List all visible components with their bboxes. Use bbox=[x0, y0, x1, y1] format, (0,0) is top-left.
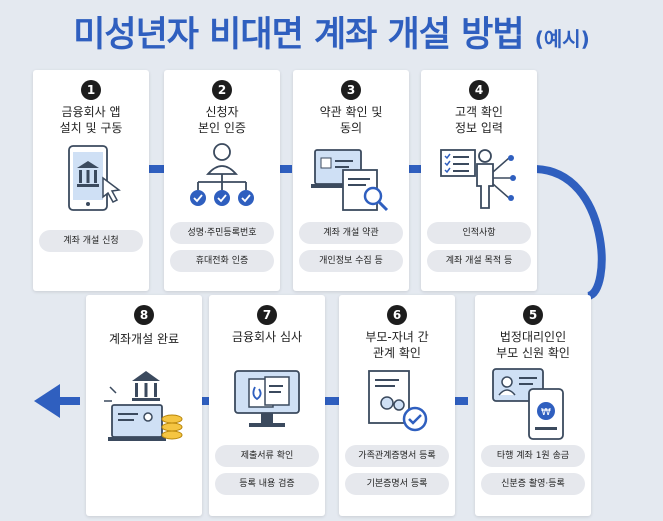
terms-document-icon bbox=[293, 140, 409, 216]
connector-3-4 bbox=[405, 165, 421, 173]
step-title-2: 신청자 본인 인증 bbox=[198, 105, 246, 135]
step-2-item-1: 성명·주민등록번호 bbox=[170, 222, 274, 244]
page-title-sub: (예시) bbox=[534, 27, 590, 51]
step-number-1: 1 bbox=[81, 80, 101, 100]
family-certificate-icon bbox=[339, 365, 455, 441]
step-5-item-1: 타행 계좌 1원 송금 bbox=[481, 445, 585, 467]
step-4-item-1: 인적사항 bbox=[427, 222, 531, 244]
step-card-6: 6 부모-자녀 간 관계 확인 가족관계증명서 등록 기본증명서 등록 bbox=[339, 295, 455, 516]
step-3-item-1: 계좌 개설 약관 bbox=[299, 222, 403, 244]
step-title-1: 금융회사 앱 설치 및 구동 bbox=[59, 105, 123, 135]
step-number-2: 2 bbox=[212, 80, 232, 100]
step-title-8: 계좌개설 완료 bbox=[108, 332, 180, 346]
step-2-item-2: 휴대전화 인증 bbox=[170, 250, 274, 272]
step-number-6: 6 bbox=[387, 305, 407, 325]
step-card-3: 3 약관 확인 및 동의 계좌 개설 약관 개인정보 수집 등 bbox=[293, 70, 409, 291]
step-6-item-2: 기본증명서 등록 bbox=[345, 473, 449, 495]
step-number-5: 5 bbox=[523, 305, 543, 325]
step-6-item-1: 가족관계증명서 등록 bbox=[345, 445, 449, 467]
step-7-item-1: 제출서류 확인 bbox=[215, 445, 319, 467]
step-title-3: 약관 확인 및 동의 bbox=[319, 105, 383, 135]
step-title-4: 고객 확인 정보 입력 bbox=[455, 105, 503, 135]
step-title-6: 부모-자녀 간 관계 확인 bbox=[365, 330, 429, 360]
step-number-7: 7 bbox=[257, 305, 277, 325]
step-title-7: 금융회사 심사 bbox=[231, 330, 303, 344]
step-7-item-2: 등록 내용 검증 bbox=[215, 473, 319, 495]
step-1-item-1: 계좌 개설 신청 bbox=[39, 230, 143, 252]
step-number-3: 3 bbox=[341, 80, 361, 100]
step-card-2: 2 신청자 본인 인증 성명·주민등록번호 휴대전화 인증 bbox=[164, 70, 280, 291]
page-title: 미성년자 비대면 계좌 개설 방법 (예시) bbox=[0, 6, 663, 57]
step-title-5: 법정대리인인 부모 신원 확인 bbox=[496, 330, 570, 360]
customer-info-icon bbox=[421, 140, 537, 216]
page-title-main: 미성년자 비대면 계좌 개설 방법 bbox=[73, 15, 524, 55]
document-review-icon bbox=[209, 365, 325, 441]
svg-text:₩: ₩ bbox=[541, 407, 551, 418]
bank-app-phone-icon bbox=[33, 140, 149, 216]
connector-1-2 bbox=[148, 165, 164, 173]
connector-5-6 bbox=[448, 397, 468, 405]
step-card-7: 7 금융회사 심사 제출서류 확인 등록 내용 검증 bbox=[209, 295, 325, 516]
identity-verification-icon bbox=[164, 140, 280, 216]
step-card-5: 5 법정대리인인 부모 신원 확인 ₩ 타행 계좌 1원 송금 신분증 촬영·등… bbox=[475, 295, 591, 516]
step-5-item-2: 신분증 촬영·등록 bbox=[481, 473, 585, 495]
step-card-8: 8 계좌개설 완료 bbox=[86, 295, 202, 516]
step-card-4: 4 고객 확인 정보 입력 인적사항 계좌 개설 목적 등 bbox=[421, 70, 537, 291]
step-card-1: 1 금융회사 앱 설치 및 구동 계좌 개설 신청 bbox=[33, 70, 149, 291]
step-number-8: 8 bbox=[134, 305, 154, 325]
id-card-icon: ₩ bbox=[475, 365, 591, 441]
step-4-item-2: 계좌 개설 목적 등 bbox=[427, 250, 531, 272]
step-number-4: 4 bbox=[469, 80, 489, 100]
step-3-item-2: 개인정보 수집 등 bbox=[299, 250, 403, 272]
connector-6-7 bbox=[319, 397, 339, 405]
connector-2-3 bbox=[276, 165, 292, 173]
account-complete-icon bbox=[86, 361, 202, 451]
